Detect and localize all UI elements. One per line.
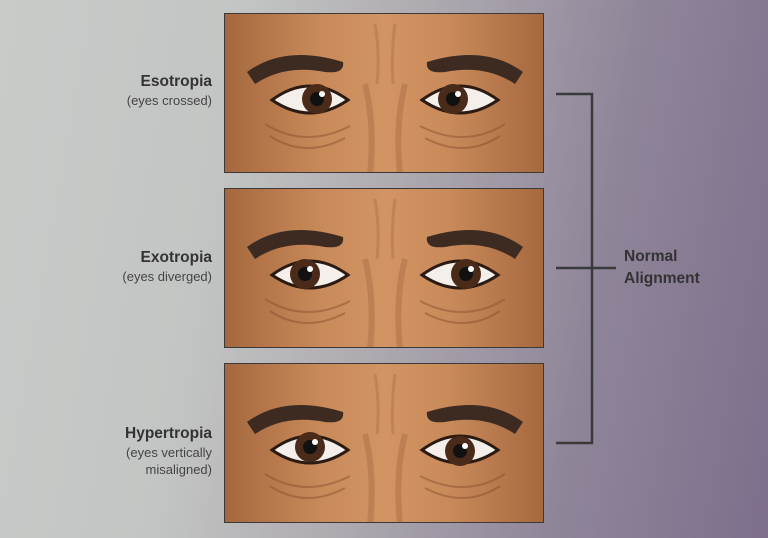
hypertropia-subtitle-line1: (eyes vertically bbox=[126, 445, 212, 460]
face-drawing bbox=[225, 364, 543, 522]
normal-alignment-label: Normal Alignment bbox=[624, 246, 700, 290]
esotropia-subtitle: (eyes crossed) bbox=[126, 93, 212, 108]
hypertropia-subtitle-line2: misaligned) bbox=[145, 462, 212, 477]
normal-alignment-line1: Normal bbox=[624, 248, 678, 265]
esotropia-title: Esotropia bbox=[140, 73, 212, 90]
esotropia-eyes-illustration bbox=[224, 13, 544, 173]
face-drawing bbox=[225, 14, 543, 172]
exotropia-title: Exotropia bbox=[140, 249, 212, 266]
exotropia-eyes-illustration bbox=[224, 188, 544, 348]
exotropia-label: Exotropia (eyes diverged) bbox=[122, 248, 212, 285]
face-drawing bbox=[225, 189, 543, 347]
exotropia-subtitle: (eyes diverged) bbox=[122, 269, 212, 284]
normal-alignment-line2: Alignment bbox=[624, 270, 700, 287]
hypertropia-eyes-illustration bbox=[224, 363, 544, 523]
hypertropia-label: Hypertropia (eyes vertically misaligned) bbox=[125, 424, 212, 478]
esotropia-label: Esotropia (eyes crossed) bbox=[127, 72, 212, 109]
hypertropia-title: Hypertropia bbox=[125, 425, 212, 442]
